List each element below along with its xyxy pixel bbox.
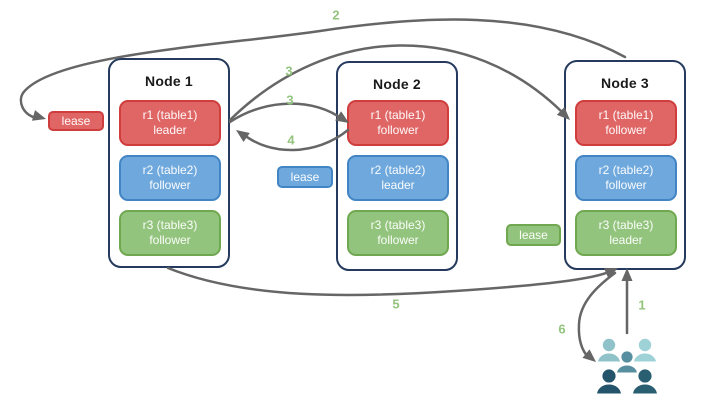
users-group-icon xyxy=(594,336,660,396)
replica-name: r2 (table2) xyxy=(598,163,654,177)
replica-name: r1 (table1) xyxy=(598,108,654,122)
replica-role: follower xyxy=(149,233,191,247)
arrow-label-3-top: 3 xyxy=(285,63,293,79)
lease-badge-green: lease xyxy=(506,224,561,246)
replica-role: follower xyxy=(149,178,191,192)
person-icon xyxy=(614,349,640,375)
person-icon xyxy=(595,336,623,364)
arrow-label-4: 4 xyxy=(287,132,295,148)
replica-role: leader xyxy=(153,123,187,137)
node2-box: Node 2 r1 (table1) follower r2 (table2) … xyxy=(336,61,458,271)
replica-role: follower xyxy=(605,178,647,192)
replica-name: r3 (table3) xyxy=(598,218,654,232)
node1-title: Node 1 xyxy=(145,73,193,89)
node1-r2-replica: r2 (table2) follower xyxy=(119,155,221,201)
person-icon xyxy=(630,367,660,396)
replica-name: r3 (table3) xyxy=(370,218,426,232)
lease-badge-red: lease xyxy=(48,111,104,131)
lease-badge-blue: lease xyxy=(277,166,333,188)
arrow-label-3-mid: 3 xyxy=(286,92,294,108)
replica-name: r3 (table3) xyxy=(142,218,198,232)
arrow-label-6: 6 xyxy=(558,321,566,337)
node3-r3-replica: r3 (table3) leader xyxy=(575,210,677,256)
arrow-1 xyxy=(621,268,633,335)
node1-r1-replica: r1 (table1) leader xyxy=(119,100,221,146)
node1-box: Node 1 r1 (table1) leader r2 (table2) fo… xyxy=(108,58,230,268)
arrow-label-1: 1 xyxy=(638,297,646,313)
replica-role: follower xyxy=(377,123,419,137)
person-icon xyxy=(631,336,659,364)
arrow-label-2: 2 xyxy=(332,7,340,23)
node1-r3-replica: r3 (table3) follower xyxy=(119,210,221,256)
replica-name: r1 (table1) xyxy=(142,108,198,122)
node2-r3-replica: r3 (table3) follower xyxy=(347,210,449,256)
replica-name: r2 (table2) xyxy=(142,163,198,177)
node2-r2-replica: r2 (table2) leader xyxy=(347,155,449,201)
replica-role: follower xyxy=(377,233,419,247)
node2-r1-replica: r1 (table1) follower xyxy=(347,100,449,146)
replica-role: leader xyxy=(381,178,415,192)
node3-r2-replica: r2 (table2) follower xyxy=(575,155,677,201)
node2-title: Node 2 xyxy=(373,76,421,92)
person-icon xyxy=(594,367,624,396)
replica-name: r2 (table2) xyxy=(370,163,426,177)
arrow-label-5: 5 xyxy=(392,296,400,312)
node3-r1-replica: r1 (table1) follower xyxy=(575,100,677,146)
replica-role: follower xyxy=(605,123,647,137)
node3-title: Node 3 xyxy=(601,75,649,91)
node3-box: Node 3 r1 (table1) follower r2 (table2) … xyxy=(564,60,686,270)
replica-role: leader xyxy=(609,233,643,247)
replica-name: r1 (table1) xyxy=(370,108,426,122)
